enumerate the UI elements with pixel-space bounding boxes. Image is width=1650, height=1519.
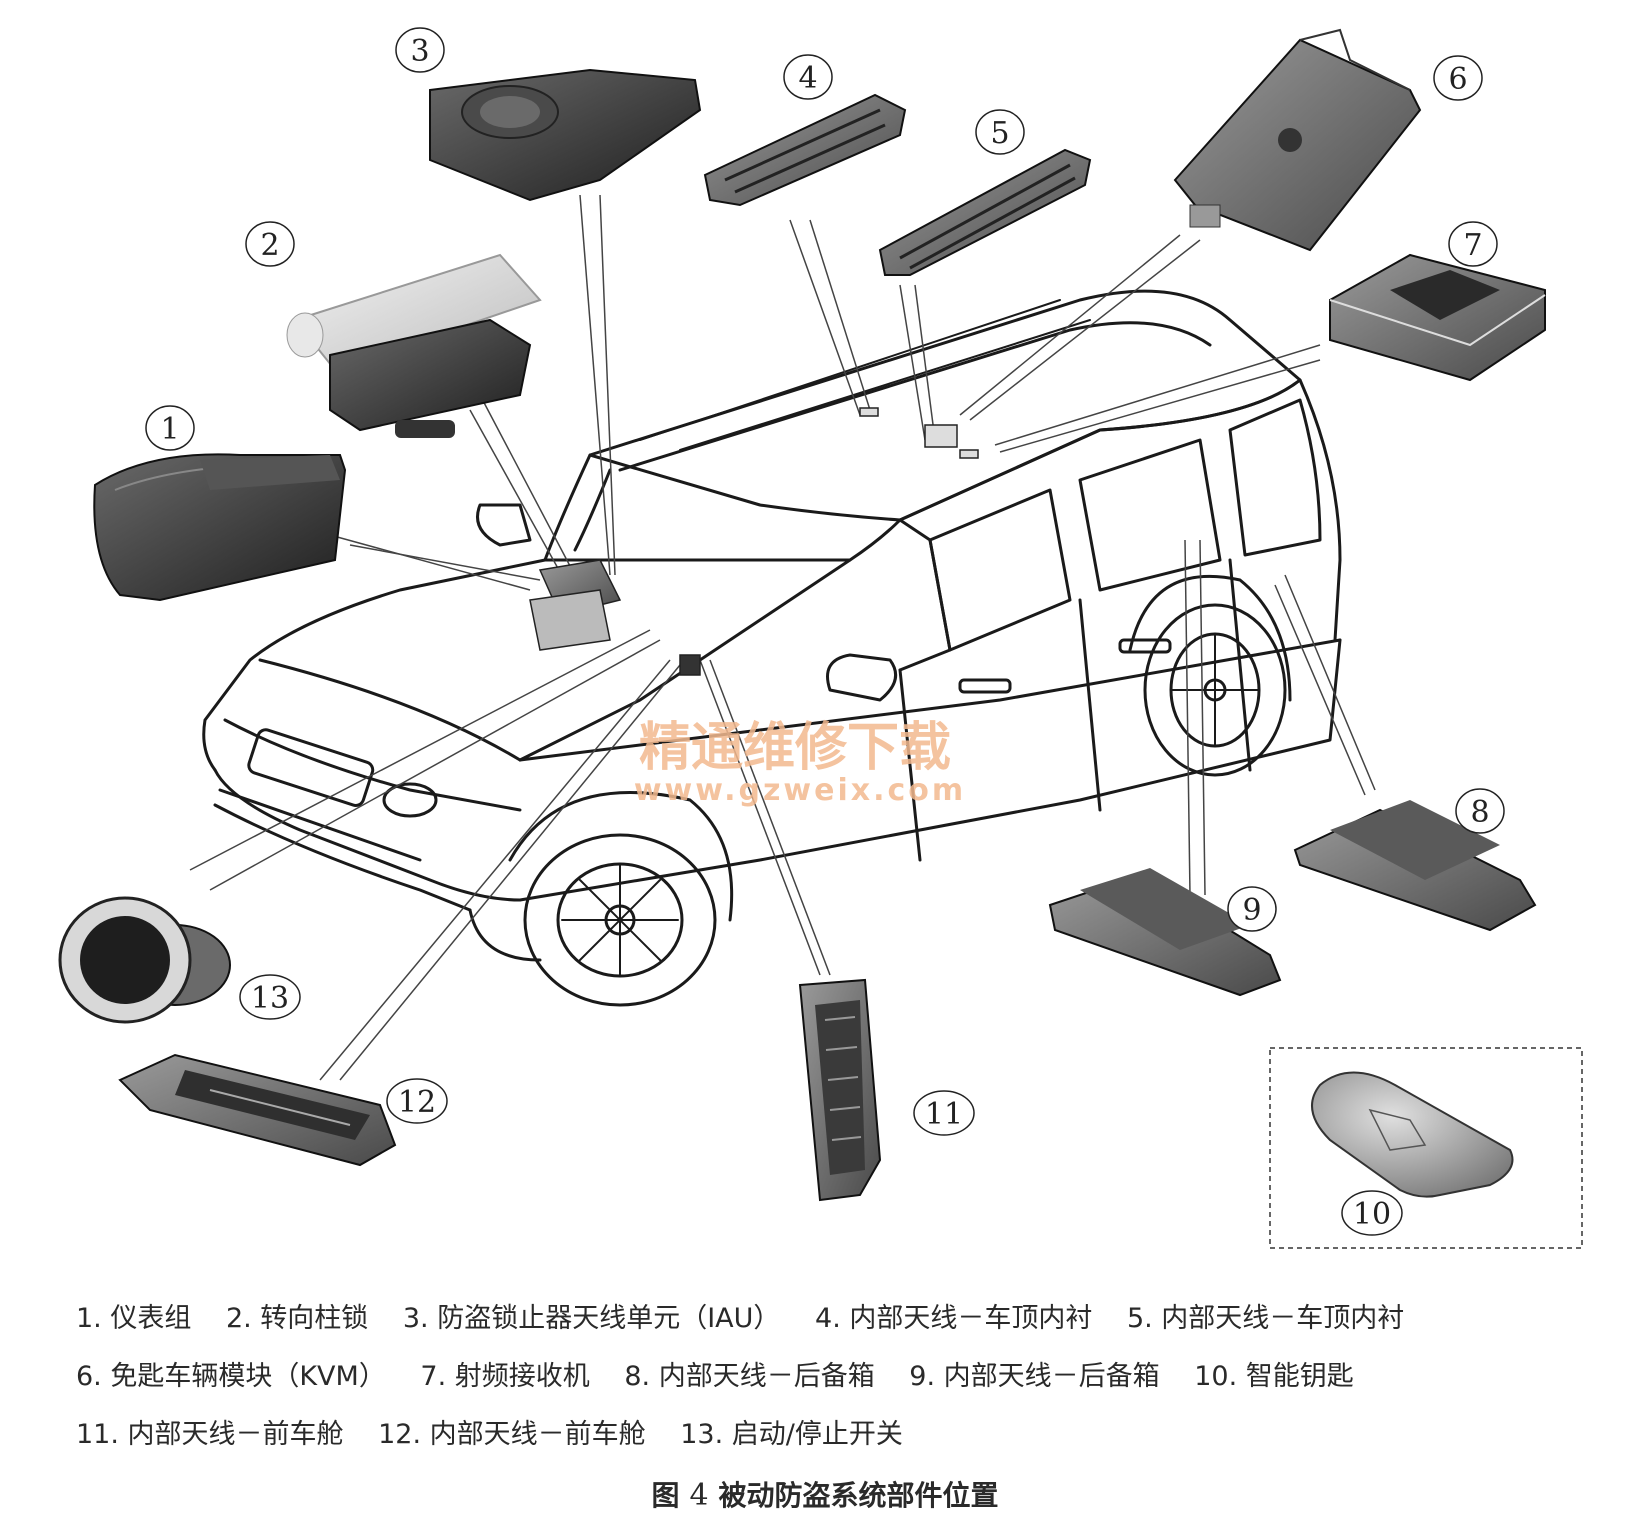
svg-text:10: 10 — [1353, 1197, 1391, 1232]
callout-3: 3 — [395, 27, 445, 73]
legend-item: 10. 智能钥匙 — [1194, 1361, 1354, 1392]
caption-number: 4 — [689, 1478, 709, 1513]
antenna-front-12 — [118, 1053, 397, 1167]
svg-text:2: 2 — [260, 228, 279, 263]
legend-item: 1. 仪表组 — [76, 1303, 192, 1334]
svg-text:1: 1 — [160, 412, 179, 447]
callout-6: 6 — [1433, 55, 1483, 101]
callout-8: 8 — [1455, 788, 1505, 834]
legend-item: 3. 防盗锁止器天线单元（IAU） — [402, 1303, 781, 1334]
callout-4: 4 — [783, 54, 833, 100]
callout-13: 13 — [239, 974, 301, 1020]
callout-2: 2 — [245, 221, 295, 267]
antenna-luggage-9 — [1048, 868, 1282, 997]
svg-text:8: 8 — [1470, 795, 1489, 830]
antenna-roof-lining-5 — [878, 148, 1092, 276]
svg-text:13: 13 — [251, 981, 289, 1016]
callout-12: 12 — [386, 1078, 448, 1124]
antenna-luggage-8 — [1293, 800, 1537, 932]
callout-1: 1 — [145, 405, 195, 451]
antenna-roof-lining-4 — [703, 93, 907, 207]
callout-7: 7 — [1448, 221, 1498, 267]
legend-item: 8. 内部天线－后备箱 — [624, 1361, 875, 1392]
callout-5: 5 — [975, 109, 1025, 155]
legend-item: 9. 内部天线－后备箱 — [909, 1361, 1160, 1392]
legend-item: 4. 内部天线－车顶内衬 — [815, 1303, 1093, 1334]
callout-10: 10 — [1341, 1190, 1403, 1236]
immobiliser-antenna-unit — [429, 68, 702, 202]
svg-text:精通维修下载: 精通维修下载 — [639, 718, 951, 778]
svg-text:12: 12 — [398, 1085, 436, 1120]
legend-item: 12. 内部天线－前车舱 — [378, 1419, 646, 1450]
legend-item: 11. 内部天线－前车舱 — [76, 1419, 344, 1450]
legend-item: 2. 转向柱锁 — [225, 1303, 369, 1334]
svg-text:4: 4 — [798, 61, 817, 96]
vehicle-outline — [202, 289, 1342, 1007]
watermark: 精通维修下载 www.gzweix.com — [634, 718, 966, 808]
antenna-front-11 — [798, 978, 882, 1202]
svg-text:9: 9 — [1242, 893, 1261, 928]
smart-key-box — [1269, 1047, 1583, 1249]
smart-key — [1269, 1047, 1583, 1249]
callout-9: 9 — [1227, 886, 1277, 932]
start-stop-switch — [58, 896, 231, 1024]
legend-item: 5. 内部天线－车顶内衬 — [1126, 1303, 1405, 1334]
caption-prefix: 图 — [651, 1479, 680, 1512]
component-legend: 1. 仪表组 2. 转向柱锁 3. 防盗锁止器天线单元（IAU） 4. 内部天线… — [76, 1290, 1596, 1464]
callout-11: 11 — [913, 1090, 975, 1136]
svg-text:7: 7 — [1463, 228, 1482, 263]
rf-receiver — [1329, 253, 1546, 382]
legend-item: 6. 免匙车辆模块（KVM） — [76, 1361, 386, 1392]
legend-item: 13. 启动/停止开关 — [680, 1419, 903, 1450]
callout-labels: 1 2 3 4 5 6 7 8 9 10 11 12 13 — [145, 27, 1505, 1236]
steering-column-lock — [286, 253, 542, 438]
leader-lines — [189, 194, 1376, 1081]
svg-text:11: 11 — [925, 1097, 963, 1132]
legend-item: 7. 射频接收机 — [420, 1361, 590, 1392]
svg-text:www.gzweix.com: www.gzweix.com — [634, 773, 966, 808]
svg-text:5: 5 — [990, 116, 1009, 151]
svg-text:3: 3 — [410, 34, 429, 69]
svg-text:6: 6 — [1448, 62, 1467, 97]
instrument-cluster — [93, 453, 347, 602]
vehicle-mounted-parts — [529, 407, 979, 676]
caption-text: 被动防盗系统部件位置 — [718, 1479, 999, 1512]
keyless-vehicle-module — [1173, 28, 1422, 252]
